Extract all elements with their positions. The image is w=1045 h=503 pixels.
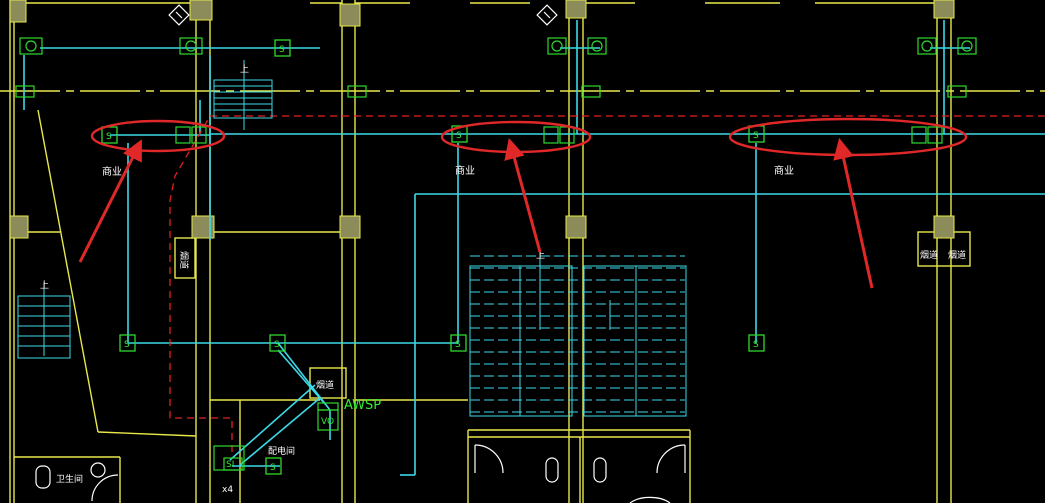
- stairs: [17, 60, 687, 417]
- annotation-ellipse-center: [440, 120, 592, 154]
- sensor-s-icon: S: [451, 125, 468, 143]
- label-commercial: 商业: [455, 164, 475, 177]
- sensor-s-icon: S: [274, 39, 291, 57]
- svg-text:S: S: [106, 132, 112, 142]
- sensor-s-icon: S: [265, 457, 282, 475]
- damper-icons: [15, 37, 977, 471]
- valve-icon: [347, 85, 367, 98]
- svg-text:S: S: [274, 340, 280, 350]
- damper-icon: [179, 37, 203, 55]
- svg-text:S: S: [455, 340, 461, 350]
- svg-text:S: S: [456, 131, 462, 141]
- label-vo: VO: [321, 417, 334, 427]
- damper-icon: [917, 37, 937, 55]
- red-dashed-pipe: [169, 115, 1045, 456]
- sensor-s-icon: S: [450, 334, 467, 352]
- label-power-room: 配电间: [268, 445, 295, 457]
- label-x4: x4: [222, 485, 233, 495]
- svg-text:S: S: [753, 340, 759, 350]
- damper-icon: [547, 37, 567, 55]
- sensor-s-icon: S: [748, 334, 765, 352]
- label-awsp: AWSP: [344, 398, 381, 413]
- label-si: SI: [226, 460, 234, 470]
- valve-icon: [581, 85, 601, 98]
- label-commercial: 商业: [774, 164, 794, 177]
- sensor-s-icon: S: [119, 334, 136, 352]
- svg-text:S: S: [279, 45, 285, 55]
- valve-icon: [15, 85, 35, 98]
- damper-icon: [19, 37, 43, 55]
- label-up: 上: [240, 64, 249, 75]
- annotation-ellipse-left: [90, 119, 226, 153]
- label-up: 上: [40, 280, 49, 291]
- annotation-arrow-left: [78, 139, 142, 263]
- annotation-ellipse-right: [728, 117, 968, 157]
- label-restroom: 卫生间: [56, 473, 83, 485]
- fixtures: [35, 444, 686, 503]
- si-box: [213, 445, 245, 471]
- text-labels: 商业 商业 商业 烟道 烟道 烟道 烟道 配电间 卫生间 上 上 上 AWSP …: [40, 64, 966, 495]
- sensor-symbols: S S S S S S S S: [101, 39, 765, 475]
- annotations: [78, 117, 968, 289]
- label-commercial: 商业: [102, 165, 122, 178]
- damper-icon: [957, 37, 977, 55]
- annotation-arrow-center: [504, 137, 542, 253]
- label-shaft: 烟道: [316, 379, 334, 391]
- label-shaft: 烟道: [178, 251, 190, 269]
- svg-text:S: S: [270, 463, 276, 473]
- damper-icon: [587, 37, 607, 55]
- svg-text:S: S: [753, 131, 759, 141]
- cyan-pipes: [23, 20, 1045, 476]
- sensor-s-icon: S: [269, 334, 286, 352]
- label-shaft: 烟道: [948, 249, 966, 261]
- svg-text:S: S: [124, 340, 130, 350]
- valve-icon: [947, 85, 967, 98]
- columns: [9, 0, 955, 239]
- damper-icon: [911, 126, 943, 144]
- fire-valve-icons: [168, 4, 558, 26]
- label-shaft: 烟道: [920, 249, 938, 261]
- damper-icon: [175, 126, 207, 144]
- annotation-arrow-right: [833, 137, 874, 289]
- walls: [9, 0, 971, 503]
- label-up: 上: [536, 250, 545, 261]
